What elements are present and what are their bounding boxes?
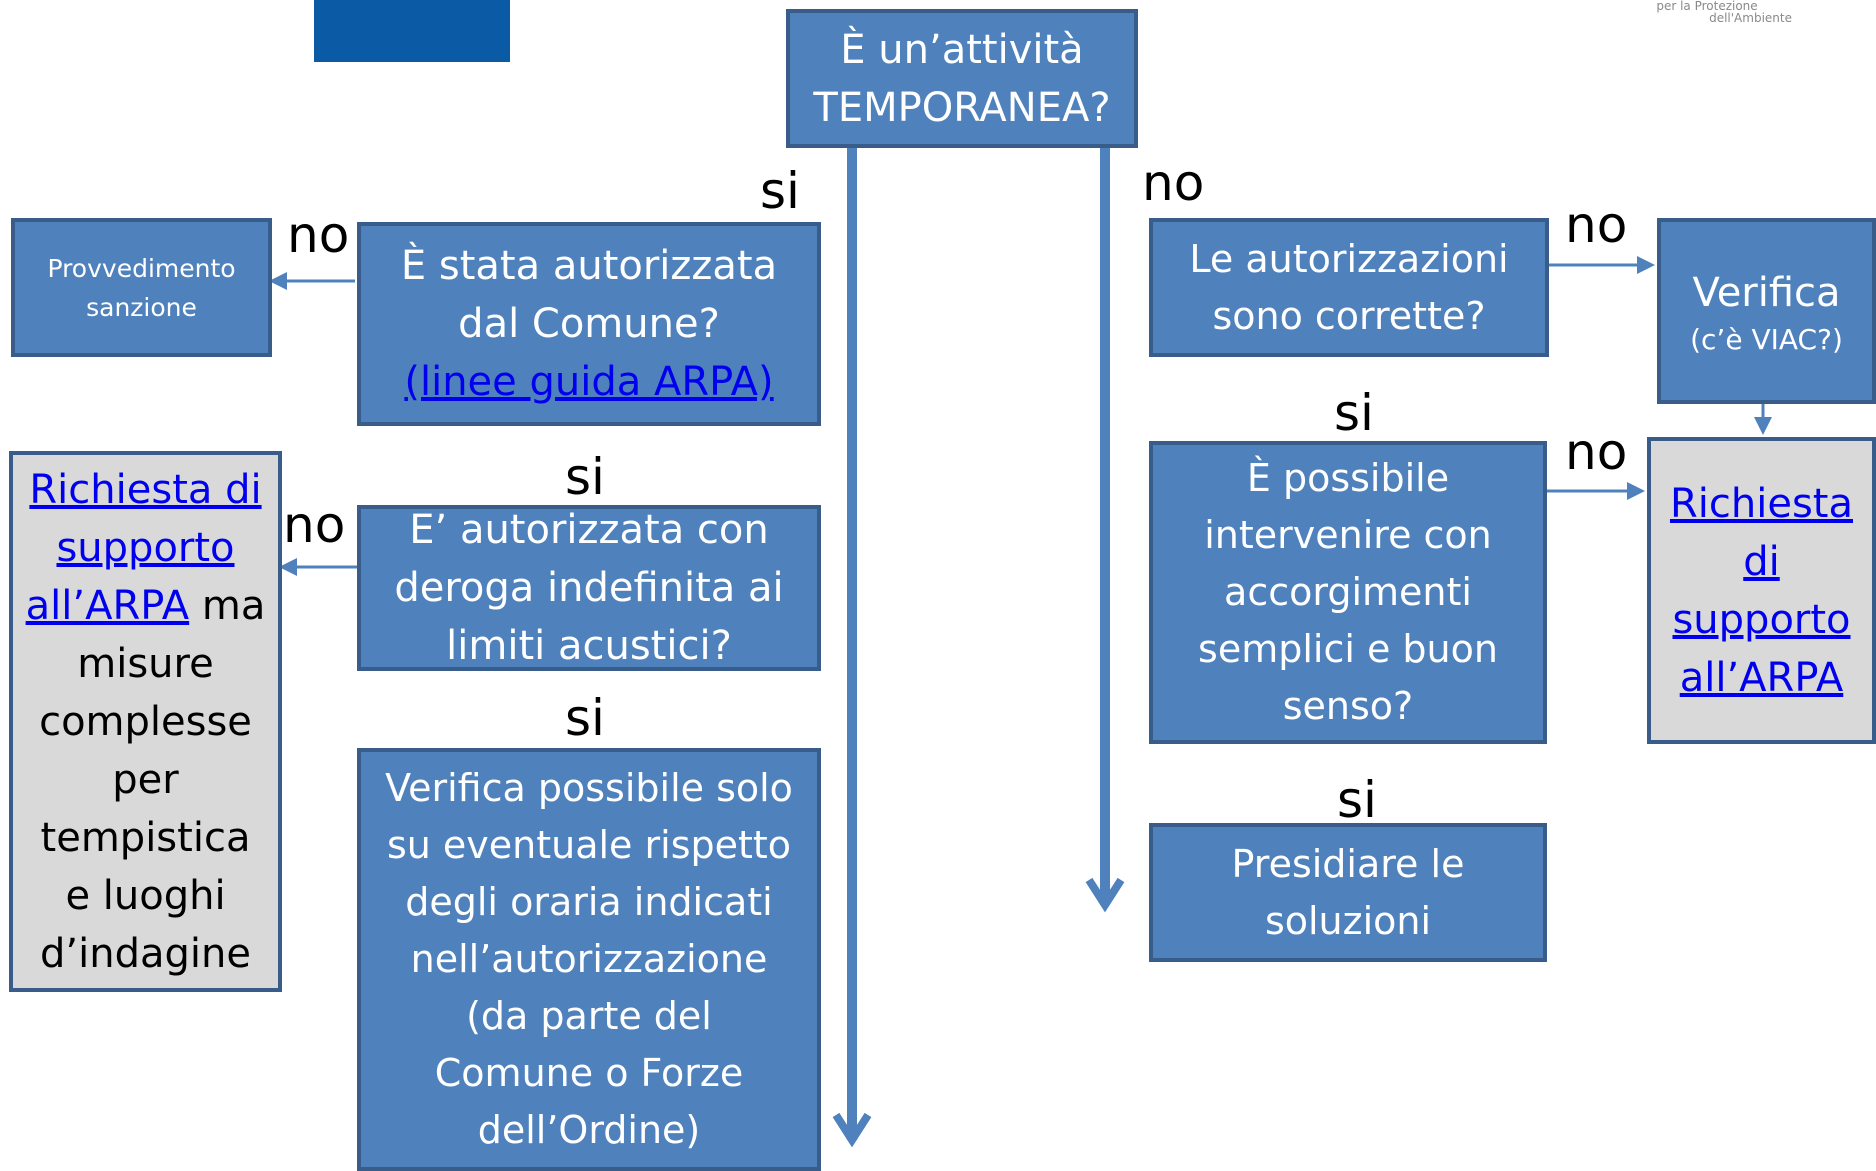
node-line: Verifica [1692,270,1841,316]
node-line: su eventuale rispetto [386,823,792,867]
node-line: Comune o Forze [434,1051,744,1095]
node-line: TEMPORANEA? [813,84,1111,131]
logo-text-line2: dell'Ambiente [1709,11,1792,25]
agency-logo-text: per la Protezione dell'Ambiente [1622,0,1792,24]
node-line: limiti acustici? [446,623,732,669]
arpa-support-link-right[interactable]: Richiesta [1669,480,1853,527]
label-si-derogation: si [565,689,605,747]
node-sanction: Provvedimento sanzione [11,218,272,357]
node-line: Le autorizzazioni [1189,236,1509,281]
node-line: all’ARPA ma [26,577,266,635]
node-line: degli oraria indicati [405,880,773,924]
node-line: senso? [1282,684,1414,728]
node-line: sono corrette? [1212,293,1486,338]
node-line: deroga indefinita ai [394,565,784,611]
node-check-hours: Verifica possibile solo su eventuale ris… [357,748,821,1171]
node-line: nell’autorizzazione [410,937,768,981]
label-no-verify: no [1565,196,1628,254]
node-simple-measures: È possibile intervenire con accorgimenti… [1149,441,1547,744]
node-line: È un’attività [840,26,1084,73]
node-line: e luoghi [65,872,226,919]
node-line: soluzioni [1264,898,1432,943]
label-si-correct: si [1334,384,1374,442]
node-line: intervenire con [1204,513,1492,557]
main-arrow-no-head [1085,877,1125,913]
node-line: dal Comune? [458,301,720,347]
node-arpa-support-left: Richiesta di supporto all’ARPA ma misure… [9,451,282,992]
label-no-arpa-right: no [1565,423,1628,481]
node-line: per [112,756,179,803]
arpa-guidelines-link[interactable]: (linee guida ARPA) [404,359,774,405]
arpa-support-link-right[interactable]: di [1743,538,1780,585]
node-line: È stata autorizzata [400,243,778,289]
label-no-sanction: no [287,206,350,264]
node-line: Provvedimento [47,253,236,283]
label-si-simple: si [1337,771,1377,829]
node-temporary-activity: È un’attività TEMPORANEA? [786,9,1138,148]
arpa-support-link-left[interactable]: supporto [56,524,235,571]
arpa-support-link-left[interactable]: all’ARPA [25,582,190,629]
label-no-temporary: no [1142,154,1205,212]
node-line: d’indagine [40,930,251,977]
node-line: semplici e buon [1198,627,1498,671]
node-oversee-solutions: Presidiare le soluzioni [1149,823,1547,962]
node-line: È possibile [1246,456,1450,500]
node-line: tempistica [40,814,251,861]
arpa-support-link-left[interactable]: Richiesta di [29,466,262,513]
node-line: E’ autorizzata con [409,507,769,553]
node-line: misure [77,640,214,687]
arpa-support-link-right[interactable]: supporto [1672,596,1851,643]
node-line: Verifica possibile solo [385,766,793,810]
node-line: (c’è VIAC?) [1690,323,1843,356]
node-line: (da parte del [466,994,712,1038]
agency-logo-block [314,0,510,62]
node-line: sanzione [86,292,197,322]
logo-text-line1: per la Protezione [1656,0,1758,13]
arpa-support-link-right[interactable]: all’ARPA [1679,654,1844,701]
label-si-authorized: si [565,448,605,506]
node-text: ma [189,582,266,629]
node-indefinite-derogation: E’ autorizzata con deroga indefinita ai … [357,505,821,671]
node-authorized-by-comune: È stata autorizzata dal Comune? (linee g… [357,222,821,426]
label-no-arpa-left: no [283,496,346,554]
node-authorizations-correct: Le autorizzazioni sono corrette? [1149,218,1549,357]
node-line: Presidiare le [1231,841,1465,886]
label-si-temporary: si [760,162,800,220]
node-arpa-support-right: Richiesta di supporto all’ARPA [1647,437,1876,744]
node-line: complesse [39,698,252,745]
node-line: accorgimenti [1224,570,1472,614]
node-line: dell’Ordine) [477,1108,701,1152]
main-arrow-si-head [832,1112,872,1148]
node-verify-viac: Verifica (c’è VIAC?) [1657,218,1876,404]
